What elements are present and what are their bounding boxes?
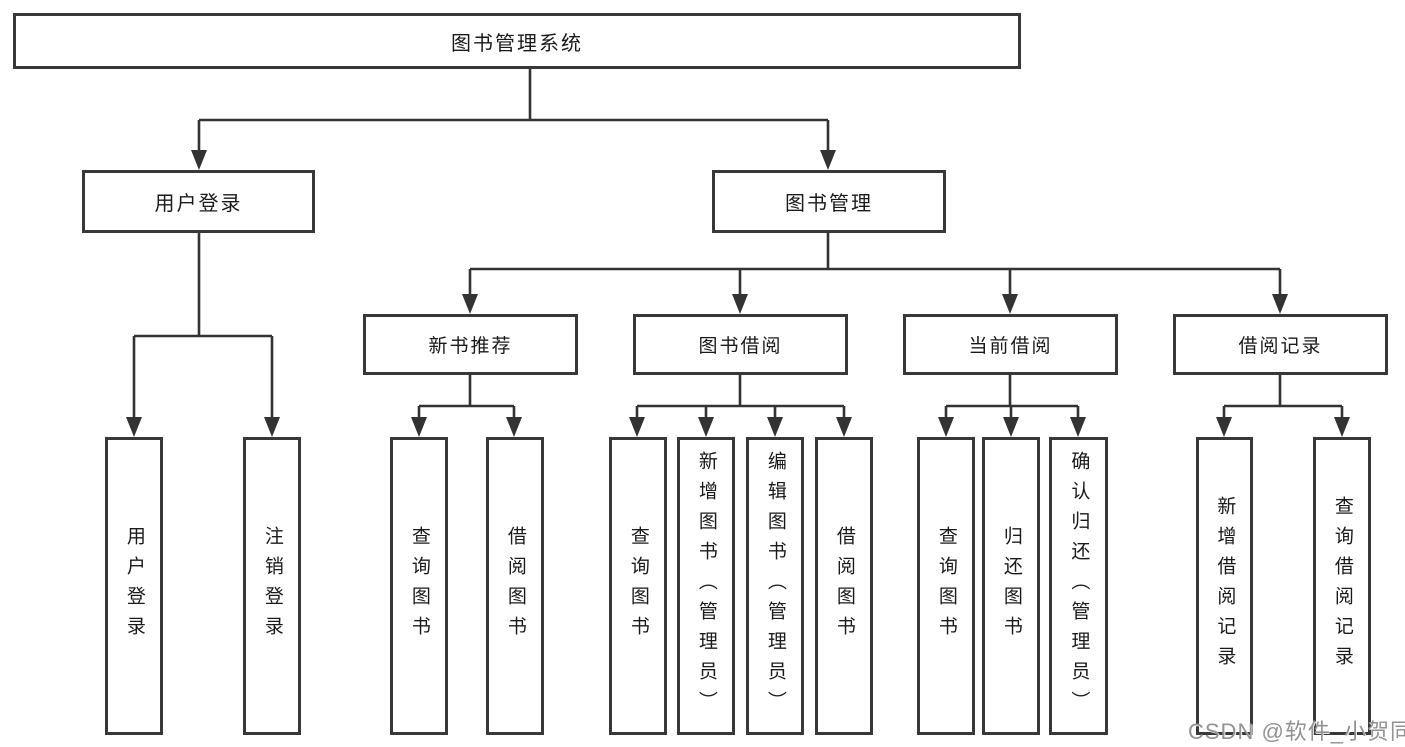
- arrowhead: [1334, 417, 1350, 437]
- node-label: 归还图书: [1000, 526, 1022, 646]
- arrowhead: [767, 417, 783, 437]
- node-records-query-borrow-record: 查询借阅记录: [1313, 437, 1371, 735]
- node-label: 新增借阅记录: [1214, 496, 1236, 676]
- arrowhead: [1272, 294, 1288, 314]
- node-user-login-leaf: 用户登录: [105, 437, 163, 735]
- arrowhead: [411, 417, 427, 437]
- arrowhead: [732, 294, 748, 314]
- node-newrec-borrow-book: 借阅图书: [486, 437, 544, 735]
- node-label: 确认归还（管理员）: [1068, 451, 1090, 721]
- node-label: 查询借阅记录: [1331, 496, 1353, 676]
- node-borrow-edit-book-admin: 编辑图书（管理员）: [746, 437, 804, 735]
- node-current-return-book: 归还图书: [982, 437, 1040, 735]
- watermark-text: CSDN @软件_小贺同学: [1188, 719, 1405, 744]
- arrowhead: [938, 417, 954, 437]
- arrowheads: [126, 150, 1350, 437]
- arrowhead: [126, 417, 142, 437]
- node-library-management-system: 图书管理系统: [13, 13, 1021, 69]
- arrowhead: [506, 417, 522, 437]
- node-borrow-query-book: 查询图书: [609, 437, 667, 735]
- connector-root: [197, 68, 830, 166]
- arrowhead: [1216, 417, 1232, 437]
- arrowhead: [836, 417, 852, 437]
- node-user-login: 用户登录: [82, 170, 315, 233]
- node-label: 借阅图书: [504, 526, 526, 646]
- node-label: 编辑图书（管理员）: [764, 451, 786, 721]
- node-current-confirm-return-admin: 确认归还（管理员）: [1049, 437, 1108, 735]
- node-records-add-borrow-record: 新增借阅记录: [1196, 437, 1253, 735]
- node-label: 用户登录: [123, 526, 145, 646]
- node-label: 查询图书: [627, 526, 649, 646]
- connector-borrow-records: [1222, 373, 1344, 433]
- arrowhead: [698, 417, 714, 437]
- connector-user-login: [132, 231, 274, 433]
- connector-new-book-recommend: [417, 373, 516, 433]
- node-book-borrow: 图书借阅: [633, 314, 848, 375]
- node-logout-leaf: 注销登录: [243, 437, 301, 735]
- arrowhead: [191, 150, 207, 170]
- arrowhead: [1070, 417, 1086, 437]
- node-label: 查询图书: [935, 526, 957, 646]
- arrowhead: [820, 150, 836, 170]
- node-label: 查询图书: [408, 526, 430, 646]
- arrowhead: [1002, 294, 1018, 314]
- node-borrow-records: 借阅记录: [1173, 314, 1388, 375]
- node-current-query-book: 查询图书: [917, 437, 975, 735]
- node-current-borrow: 当前借阅: [903, 314, 1118, 375]
- arrowhead: [629, 417, 645, 437]
- node-label: 新增图书（管理员）: [695, 451, 717, 721]
- node-label: 借阅图书: [833, 526, 855, 646]
- node-book-management: 图书管理: [712, 170, 946, 233]
- arrowhead: [264, 417, 280, 437]
- connector-book-borrow: [635, 373, 846, 433]
- connector-book-management: [468, 231, 1282, 310]
- node-new-book-recommend: 新书推荐: [363, 314, 578, 375]
- arrowhead: [462, 294, 478, 314]
- node-newrec-query-book: 查询图书: [390, 437, 448, 735]
- arrowhead: [1003, 417, 1019, 437]
- node-label: 注销登录: [261, 526, 283, 646]
- node-borrow-add-book-admin: 新增图书（管理员）: [677, 437, 735, 735]
- node-borrow-borrow-book: 借阅图书: [815, 437, 873, 735]
